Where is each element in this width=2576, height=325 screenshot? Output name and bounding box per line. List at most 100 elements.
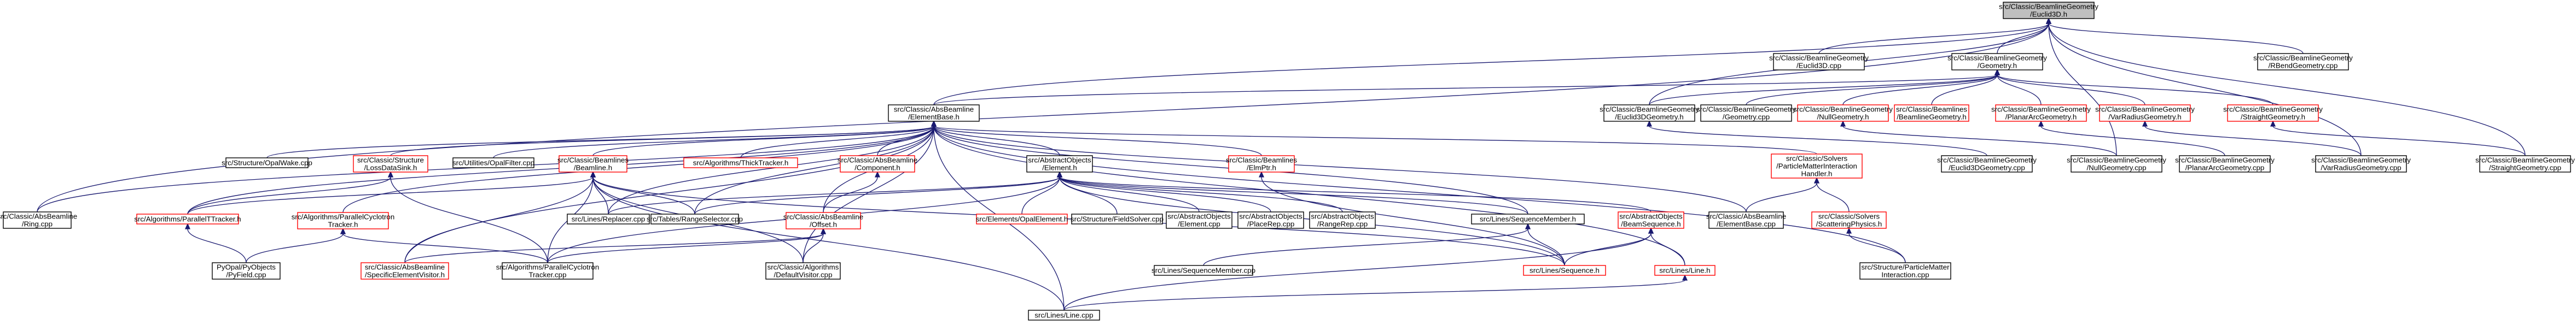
file-node[interactable]: src/Lines/Replacer.cpp xyxy=(567,214,650,224)
edge-arrowhead xyxy=(1846,227,1852,234)
file-node-label: /StraightGeometry.h xyxy=(2241,113,2305,121)
dependency-edge xyxy=(694,171,1063,215)
file-node[interactable]: src/Classic/BeamlineGeometry/PlanarArcGe… xyxy=(1991,104,2091,122)
file-node[interactable]: src/Algorithms/ThickTracker.h xyxy=(683,157,798,168)
file-node-box xyxy=(1797,104,1889,122)
file-node[interactable]: src/AbstractObjects/Element.cpp xyxy=(1166,211,1232,229)
file-node[interactable]: src/Elements/OpalElement.h xyxy=(976,214,1068,224)
dependency-edge xyxy=(266,120,937,158)
file-node[interactable]: src/Algorithms/ParallelTTracker.h xyxy=(134,214,241,224)
file-node[interactable]: src/Classic/BeamlineGeometry/VarRadiusGe… xyxy=(2311,155,2411,173)
file-node-label: src/Classic/BeamlineGeometry xyxy=(1769,54,1869,62)
file-node[interactable]: src/Classic/Beamlines/BeamlineGeometry.h xyxy=(1894,104,1969,122)
file-node-box xyxy=(212,262,281,280)
edge-arrowhead xyxy=(184,223,191,229)
file-node-box xyxy=(1951,53,2043,70)
file-node[interactable]: src/Classic/AbsBeamline/SpecificElementV… xyxy=(360,262,449,280)
file-node[interactable]: src/Classic/AbsBeamline/Ring.cpp xyxy=(0,211,77,229)
file-node[interactable]: src/Classic/Solvers/ScatteringPhysics.h xyxy=(1811,211,1887,229)
file-node-box xyxy=(559,155,627,173)
file-node[interactable]: src/Structure/FieldSolver.cpp xyxy=(1071,214,1164,224)
file-node[interactable]: src/Classic/AbsBeamline/Component.h xyxy=(838,155,917,173)
file-node-label: /RBendGeometry.cpp xyxy=(2269,62,2338,70)
edge-line xyxy=(1997,23,2049,54)
file-node[interactable]: src/Lines/SequenceMember.h xyxy=(1471,214,1585,224)
dependency-edge xyxy=(740,120,937,158)
file-node[interactable]: src/Classic/BeamlineGeometry/Euclid3DGeo… xyxy=(1937,155,2037,173)
file-node[interactable]: src/Utilities/OpalFilter.cpp xyxy=(452,157,534,168)
file-node[interactable]: src/Classic/BeamlineGeometry/Geometry.cp… xyxy=(1696,104,1796,122)
file-node[interactable]: src/Lines/Line.cpp xyxy=(1028,310,1100,321)
file-node-label: src/Classic/Structure xyxy=(357,156,424,164)
file-node[interactable]: src/Algorithms/ParallelCyclotronTracker.… xyxy=(292,212,394,229)
file-node[interactable]: PyOpal/PyObjects/PyField.cpp xyxy=(212,262,281,280)
file-node[interactable]: src/Classic/BeamlineGeometry/Euclid3D.cp… xyxy=(1769,53,1869,70)
file-node-label: /VarRadiusGeometry.h xyxy=(2108,113,2181,121)
file-node-label: src/AbstractObjects xyxy=(1167,212,1231,221)
file-node[interactable]: src/Algorithms/ParallelCyclotronTracker.… xyxy=(496,262,599,280)
file-node[interactable]: src/AbstractObjects/BeamSequence.h xyxy=(1618,211,1684,229)
file-node[interactable]: src/Classic/Algorithms/DefaultVisitor.cp… xyxy=(765,262,841,280)
file-node[interactable]: src/Structure/ParticleMatterInteraction.… xyxy=(1859,262,1951,280)
file-node-label: src/Classic/BeamlineGeometry xyxy=(2175,156,2275,164)
file-node[interactable]: src/Classic/BeamlineGeometry/PlanarArcGe… xyxy=(2175,155,2275,173)
file-node-box xyxy=(297,212,389,229)
file-node[interactable]: src/Classic/BeamlineGeometry/NullGeometr… xyxy=(1793,104,1893,122)
file-node-box xyxy=(1309,211,1376,229)
file-node-box xyxy=(1708,211,1784,229)
file-node[interactable]: src/AbstractObjects/RangeRep.cpp xyxy=(1309,211,1376,229)
file-node-label: src/Classic/BeamlineGeometry xyxy=(1600,105,1699,114)
edge-line xyxy=(1816,182,1850,212)
file-node-label: Handler.h xyxy=(1801,170,1833,178)
edge-arrowhead xyxy=(1646,120,1653,127)
file-node[interactable]: src/Classic/BeamlineGeometry/NullGeometr… xyxy=(2067,155,2166,173)
file-node[interactable]: src/Structure/OpalWake.cpp xyxy=(222,157,312,168)
file-node[interactable]: src/Lines/Sequence.h xyxy=(1523,265,1606,276)
dependency-edge xyxy=(1063,227,1654,311)
file-node[interactable]: src/AbstractObjects/PlaceRep.cpp xyxy=(1237,211,1304,229)
file-node[interactable]: src/Classic/AbsBeamline/ElementBase.cpp xyxy=(1706,211,1786,229)
dependency-edge xyxy=(1564,227,1654,266)
file-node[interactable]: src/Classic/AbsBeamline/Offset.h xyxy=(783,212,863,229)
file-node[interactable]: src/Lines/Line.h xyxy=(1654,265,1716,276)
file-node-label: src/Tables/RangeSelector.cpp xyxy=(647,215,743,223)
file-node[interactable]: src/AbstractObjects/Element.h xyxy=(1026,155,1093,173)
dependency-edge xyxy=(1056,171,1271,212)
edge-arrowhead xyxy=(2045,17,2052,24)
edge-line xyxy=(740,126,934,158)
file-node[interactable]: src/Classic/Structure/LossDataSink.h xyxy=(353,155,428,173)
file-node[interactable]: src/Classic/Solvers/ParticleMatterIntera… xyxy=(1771,153,1863,179)
file-node-label: src/Classic/Solvers xyxy=(1818,212,1880,221)
file-node[interactable]: src/Classic/BeamlineGeometry/StraightGeo… xyxy=(2475,155,2575,173)
file-node-box xyxy=(1654,265,1716,276)
file-node[interactable]: src/Classic/Beamlines/ElmPtr.h xyxy=(1226,155,1297,173)
edge-line xyxy=(342,233,548,263)
edge-line xyxy=(1931,74,1998,105)
file-node-label: src/Elements/OpalElement.h xyxy=(976,215,1068,223)
file-node-label: /StraightGeometry.cpp xyxy=(2489,164,2561,172)
edge-line xyxy=(1848,233,1906,263)
file-node-label: src/Classic/BeamlineGeometry xyxy=(2095,105,2195,114)
file-node[interactable]: src/Tables/RangeSelector.cpp xyxy=(647,214,743,224)
file-node-box xyxy=(2003,2,2095,19)
file-node-box xyxy=(2227,104,2319,122)
file-node-box xyxy=(683,157,798,168)
file-node[interactable]: src/Classic/BeamlineGeometry/Euclid3DGeo… xyxy=(1600,104,1699,122)
file-node-box xyxy=(1523,265,1606,276)
edge-arrowhead xyxy=(2038,120,2044,127)
edge-line xyxy=(1649,126,1987,156)
file-node[interactable]: src/Classic/BeamlineGeometry/RBendGeomet… xyxy=(2253,53,2353,70)
dependency-edge xyxy=(340,228,548,263)
file-node-box xyxy=(353,155,428,173)
file-node[interactable]: src/Classic/Beamlines/Beamline.h xyxy=(557,155,629,173)
dependency-edge xyxy=(1842,69,2001,105)
file-node[interactable]: src/Classic/BeamlineGeometry/Geometry.h xyxy=(1947,53,2047,70)
file-node[interactable]: src/Classic/AbsBeamline/ElementBase.h xyxy=(888,104,980,122)
dependency-edge xyxy=(1056,171,1528,215)
edge-line xyxy=(933,126,1906,263)
dependency-edge xyxy=(404,228,827,263)
file-node[interactable]: src/Classic/BeamlineGeometry/VarRadiusGe… xyxy=(2095,104,2195,122)
file-node[interactable]: src/Lines/SequenceMember.cpp xyxy=(1152,265,1255,276)
edge-arrowhead xyxy=(1813,177,1820,184)
file-node[interactable]: src/Classic/BeamlineGeometry/StraightGeo… xyxy=(2223,104,2323,122)
